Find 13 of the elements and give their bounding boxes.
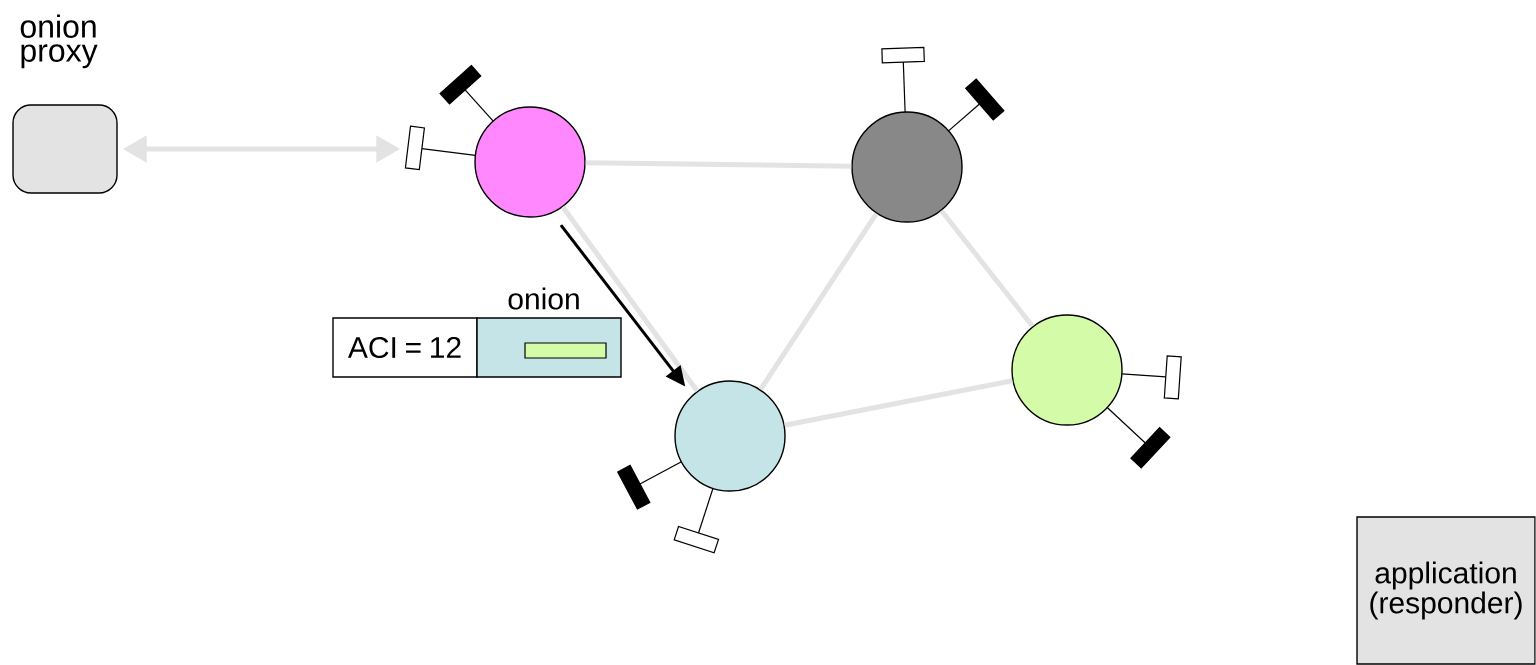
packet-cell: ACI = 12 xyxy=(332,317,478,378)
link-line xyxy=(585,160,852,169)
link-line xyxy=(758,212,879,391)
node-heading: onion proxy xyxy=(20,14,98,69)
router-circle xyxy=(851,111,963,223)
router-circle xyxy=(474,106,586,218)
application-box: application (responder) xyxy=(1356,516,1536,665)
link-line xyxy=(560,205,700,393)
node-heading: onion xyxy=(508,287,579,310)
router-circle xyxy=(674,380,786,492)
link-line xyxy=(784,378,1013,428)
link-line xyxy=(939,209,1035,328)
router-circle xyxy=(1011,314,1123,426)
